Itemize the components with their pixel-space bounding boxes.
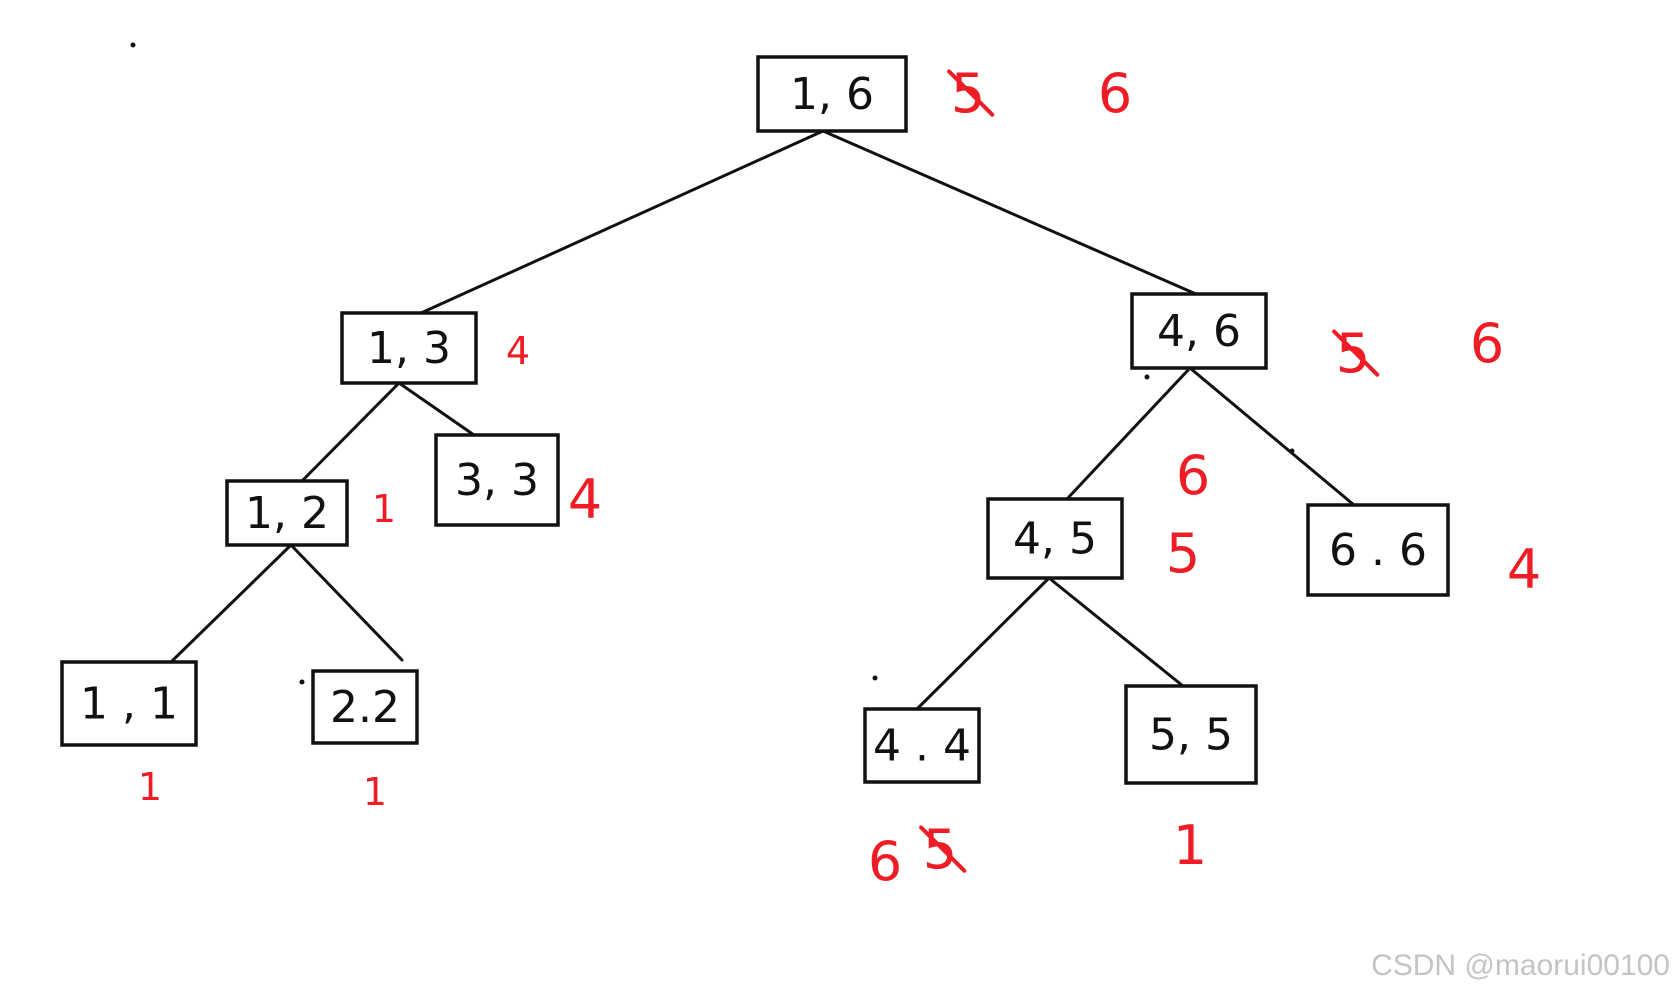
node-label: 1 , 1	[80, 679, 178, 730]
node-box	[434, 433, 560, 527]
annotation-label: 6	[868, 830, 902, 893]
strike-mark	[919, 825, 967, 873]
annotation-label: 1	[363, 770, 387, 814]
node-label: 3, 3	[455, 455, 539, 506]
watermark: CSDN @maorui00100	[1371, 949, 1670, 982]
node-box	[756, 55, 908, 133]
node-box	[863, 707, 981, 784]
tree-node-n13: 1, 3	[340, 311, 478, 385]
annotation-a44-old: 5	[919, 818, 967, 881]
strike-mark	[1332, 329, 1380, 377]
annotation-a22: 1	[363, 770, 387, 814]
annotation-label: 6	[1176, 444, 1210, 507]
annotation-a44-new: 6	[868, 830, 902, 893]
node-label: 6 . 6	[1329, 525, 1427, 576]
stray-dot	[1144, 374, 1150, 380]
annotation-label: 5	[951, 62, 985, 125]
edge-n12-n11	[169, 543, 293, 664]
node-label: 4, 5	[1013, 514, 1097, 565]
annotation-label: 4	[506, 329, 530, 373]
tree-node-n22: 2.2	[311, 669, 419, 745]
node-box	[340, 311, 478, 385]
annotation-label: 5	[1166, 522, 1200, 585]
node-box	[225, 479, 349, 547]
node-box	[986, 497, 1124, 580]
tree-node-n11: 1 , 1	[60, 660, 198, 747]
edge-n13-n12	[300, 381, 401, 483]
annotation-label: 1	[372, 487, 396, 531]
annotation-a66: 4	[1507, 538, 1541, 601]
tree-node-n16: 1, 6	[756, 55, 908, 133]
edge-n45-n44	[915, 576, 1051, 711]
annotation-a55: 1	[1173, 814, 1207, 877]
annotation-a16-new: 6	[1098, 62, 1132, 125]
annotation-label: 6	[1470, 312, 1504, 375]
annotation-a45: 5	[1166, 522, 1200, 585]
annotation-a12: 1	[372, 487, 396, 531]
annotation-label: 5	[923, 818, 957, 881]
annotation-label: 1	[1173, 814, 1207, 877]
node-label: 4, 6	[1157, 306, 1241, 357]
node-box	[1124, 684, 1258, 785]
tree-node-n45: 4, 5	[986, 497, 1124, 580]
stray-dot	[872, 675, 878, 681]
tree-node-n44: 4 . 4	[863, 707, 981, 784]
stray-dots	[130, 42, 1295, 685]
node-label: 1, 6	[790, 69, 874, 120]
stray-dot	[130, 42, 136, 48]
annotation-a46-new: 6	[1470, 312, 1504, 375]
edge-n16-n13	[419, 129, 825, 315]
annotation-label: 1	[138, 765, 162, 809]
node-box	[311, 669, 419, 745]
edge-n13-n33	[397, 381, 476, 437]
annotation-label: 4	[568, 468, 602, 531]
edge-n45-n55	[1047, 576, 1185, 688]
annotation-a45-above: 6	[1176, 444, 1210, 507]
node-box	[1306, 503, 1450, 597]
annotation-a11: 1	[138, 765, 162, 809]
annotation-a13: 4	[506, 329, 530, 373]
annotation-label: 4	[1507, 538, 1541, 601]
tree-node-n12: 1, 2	[225, 479, 349, 547]
edge-n16-n46	[821, 129, 1198, 296]
annotation-a33: 4	[568, 468, 602, 531]
tree-edges	[169, 129, 1356, 711]
node-label: 4 . 4	[873, 721, 971, 772]
node-box	[60, 660, 198, 747]
node-label: 1, 3	[367, 323, 451, 374]
edge-n12-n22	[289, 543, 404, 662]
annotation-label: 5	[1336, 322, 1370, 385]
tree-node-n66: 6 . 6	[1306, 503, 1450, 597]
node-label: 2.2	[330, 682, 400, 733]
strike-mark	[947, 69, 995, 117]
tree-node-n46: 4, 6	[1130, 292, 1268, 370]
node-label: 5, 5	[1149, 710, 1233, 761]
annotation-a16-old: 5	[947, 62, 995, 125]
node-box	[1130, 292, 1268, 370]
tree-nodes: 1, 6 1, 3 4, 6 1, 2 3, 3 4, 5 6 . 6 1 , 1 2.2 4 .…	[60, 55, 1450, 785]
edge-n46-n45	[1065, 366, 1192, 501]
stray-dot	[1289, 448, 1295, 454]
annotation-a46-old: 5	[1332, 322, 1380, 385]
tree-node-n55: 5, 5	[1124, 684, 1258, 785]
annotation-label: 6	[1098, 62, 1132, 125]
stray-dot	[299, 679, 305, 685]
node-label: 1, 2	[245, 488, 329, 539]
tree-node-n33: 3, 3	[434, 433, 560, 527]
edge-n46-n66	[1188, 366, 1356, 507]
